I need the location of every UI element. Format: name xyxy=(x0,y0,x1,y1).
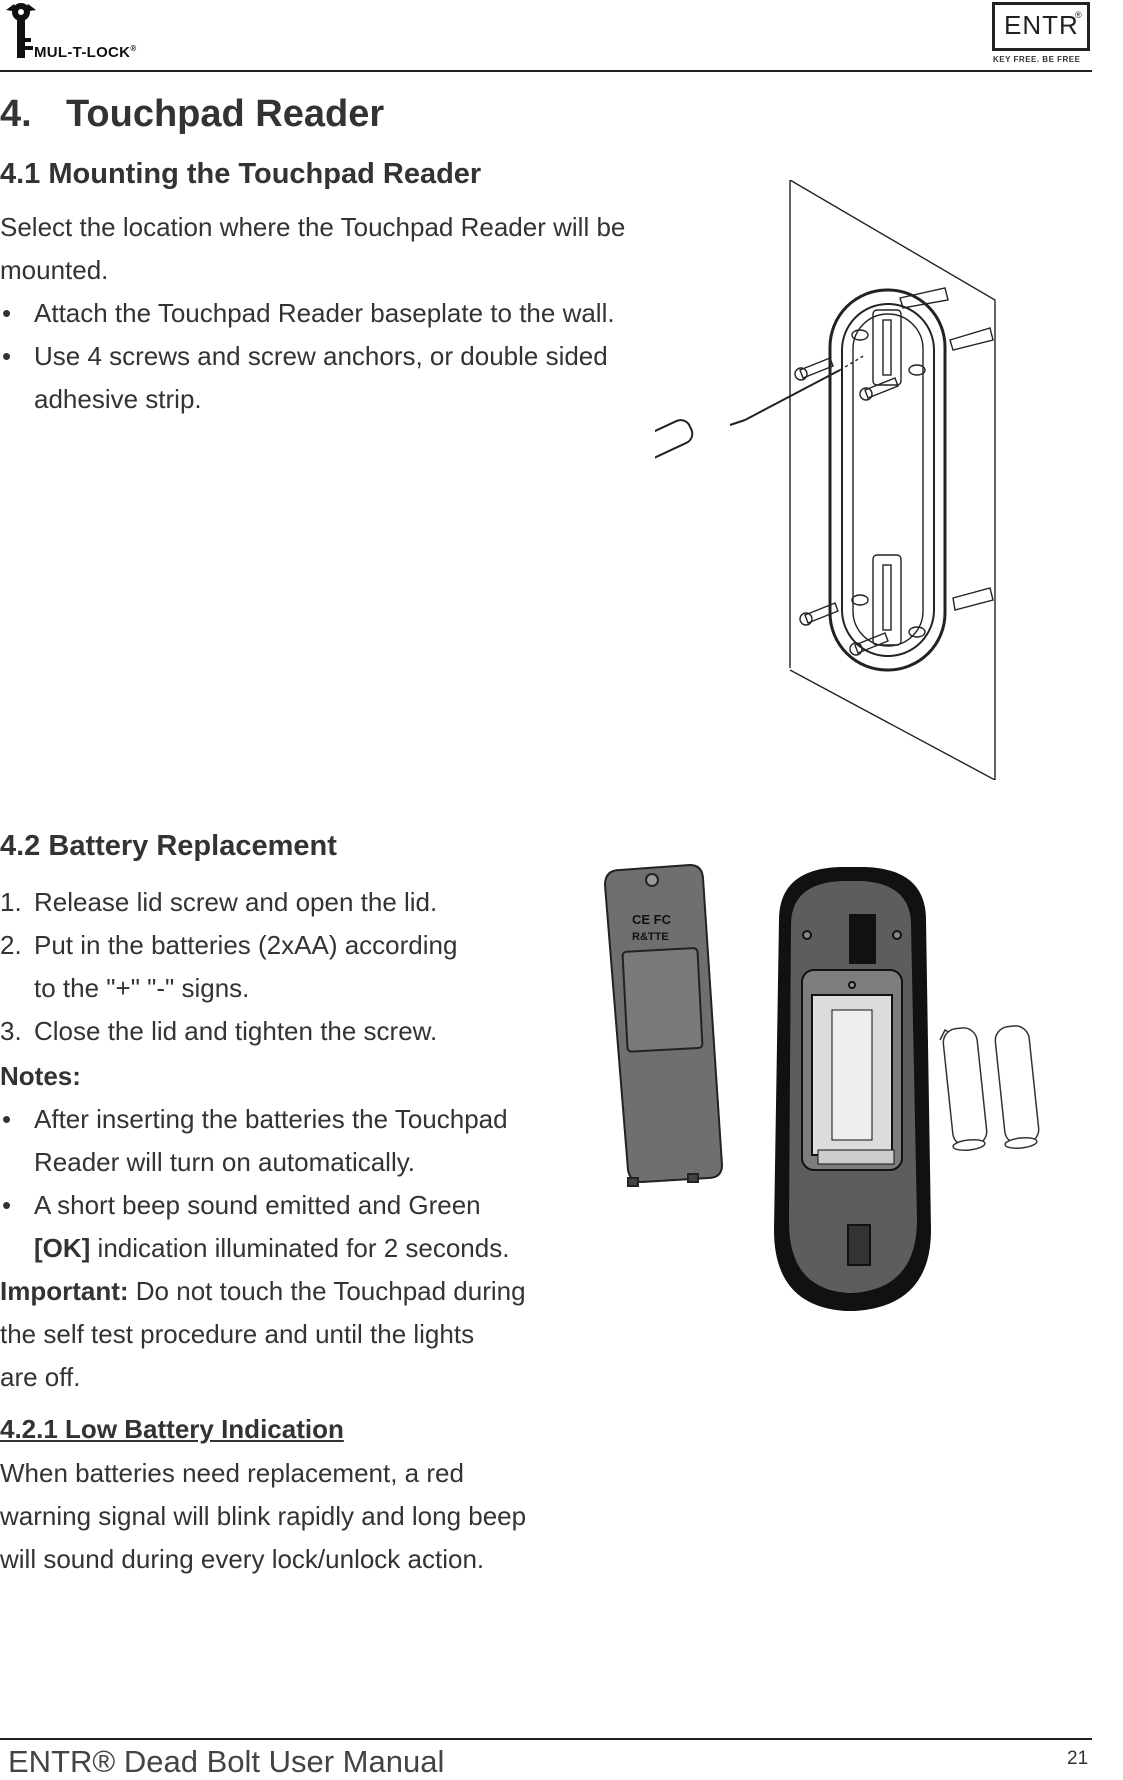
low-battery-text: When batteries need replacement, a red w… xyxy=(0,1452,620,1581)
battery-replacement-illustration: CE FC R&TTE xyxy=(603,863,1040,1311)
brand-name: MUL-T-LOCK® xyxy=(34,44,137,61)
entr-logo: ENTR xyxy=(1004,10,1079,40)
mounting-bullet: Attach the Touchpad Reader baseplate to … xyxy=(0,292,690,335)
mounting-bullet: Use 4 screws and screw anchors, or doubl… xyxy=(0,335,690,378)
note-line: A short beep sound emitted and Green xyxy=(0,1184,580,1227)
mul-t-lock-logo-icon xyxy=(6,3,36,58)
low-battery-line: When batteries need replacement, a red xyxy=(0,1458,464,1488)
entr-logo-reg: ® xyxy=(1075,10,1082,20)
battery-step: 3.Close the lid and tighten the screw. xyxy=(0,1016,438,1046)
lid-certification-mark: CE FC xyxy=(632,912,672,927)
low-battery-line: will sound during every lock/unlock acti… xyxy=(0,1544,485,1574)
note-line: After inserting the batteries the Touchp… xyxy=(0,1098,580,1141)
low-battery-heading: 4.2.1 Low Battery Indication xyxy=(0,1414,344,1444)
battery-step: 2.Put in the batteries (2xAA) according xyxy=(0,930,458,960)
footer-divider xyxy=(0,1738,1092,1740)
notes-label: Notes: xyxy=(0,1061,81,1091)
battery-heading: 4.2 Battery Replacement xyxy=(0,830,337,862)
page-number: 21 xyxy=(1067,1748,1089,1769)
section-title: 4.Touchpad Reader xyxy=(0,93,385,135)
header-divider xyxy=(0,70,1092,72)
mounting-text: Select the location where the Touchpad R… xyxy=(0,206,690,421)
low-battery-line: warning signal will blink rapidly and lo… xyxy=(0,1501,527,1531)
entr-tagline: KEY FREE. BE FREE xyxy=(993,55,1081,64)
important-line: are off. xyxy=(0,1362,81,1392)
battery-text: 1.Release lid screw and open the lid. 2.… xyxy=(0,881,580,1399)
mounting-bullet-continuation: adhesive strip. xyxy=(34,384,202,414)
lid-rtte-mark: R&TTE xyxy=(632,931,669,943)
important-line: the self test procedure and until the li… xyxy=(0,1319,475,1349)
mounting-heading: 4.1 Mounting the Touchpad Reader xyxy=(0,158,482,190)
battery-step: 1.Release lid screw and open the lid. xyxy=(0,887,438,917)
note-line: Reader will turn on automatically. xyxy=(34,1147,416,1177)
mounting-intro-line: Select the location where the Touchpad R… xyxy=(0,212,626,242)
entr-logo-frame xyxy=(992,2,1090,51)
important-line: Important: Do not touch the Touchpad dur… xyxy=(0,1276,526,1306)
footer-title: ENTR® Dead Bolt User Manual xyxy=(8,1744,445,1779)
mounting-intro-line: mounted. xyxy=(0,255,109,285)
note-line: [OK] indication illuminated for 2 second… xyxy=(34,1233,510,1263)
battery-step-continuation: to the "+" "-" signs. xyxy=(34,973,250,1003)
baseplate-mounting-illustration xyxy=(655,180,996,780)
